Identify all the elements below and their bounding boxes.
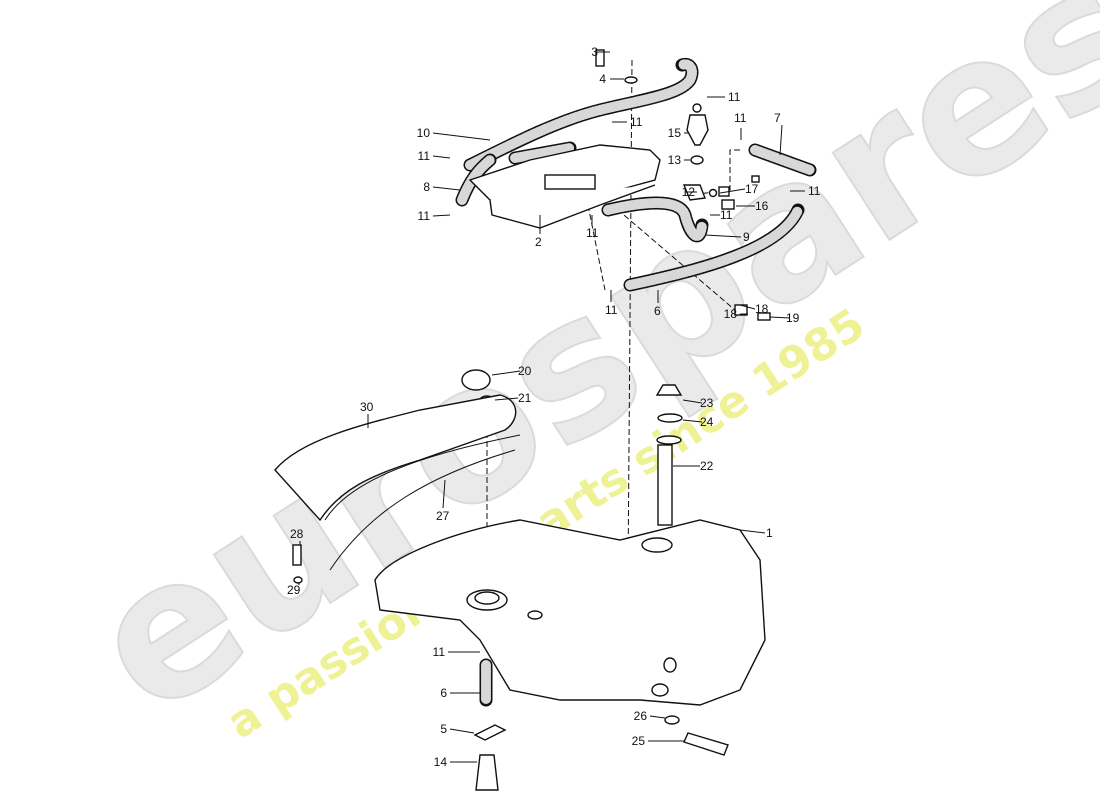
callout-27: 27 (436, 509, 450, 523)
callout-11: 11 (586, 226, 599, 240)
callout-14: 14 (434, 755, 448, 769)
callout-2: 2 (535, 235, 542, 249)
callout-24: 24 (700, 415, 714, 429)
callout-11: 11 (433, 645, 446, 659)
callout-25: 25 (632, 734, 646, 748)
callout-17: 17 (745, 182, 759, 196)
callout-12: 12 (682, 185, 696, 199)
callout-11: 11 (630, 115, 643, 129)
callout-11: 11 (605, 303, 618, 317)
callout-9: 9 (743, 230, 750, 244)
callout-20: 20 (518, 364, 532, 378)
leader-lines (298, 51, 805, 763)
small-parts (292, 49, 771, 791)
heat-shield (274, 394, 521, 571)
callout-29: 29 (287, 583, 301, 597)
callout-6: 6 (654, 304, 661, 318)
callout-10: 10 (417, 126, 431, 140)
callout-26: 26 (634, 709, 648, 723)
callout-8: 8 (423, 180, 430, 194)
callout-30: 30 (360, 400, 374, 414)
callout-18: 18 (724, 307, 738, 321)
callout-15: 15 (668, 126, 682, 140)
callout-16: 16 (755, 199, 769, 213)
callout-3: 3 (591, 45, 598, 59)
charcoal-canister (468, 144, 661, 229)
hoses (455, 57, 817, 707)
callout-labels: 3 4 11 10 11 7 11 15 11 13 17 12 8 11 16… (287, 45, 821, 769)
callout-7: 7 (774, 111, 781, 125)
callout-5: 5 (440, 722, 447, 736)
callout-22: 22 (700, 459, 714, 473)
callout-21: 21 (518, 391, 532, 405)
callout-28: 28 (290, 527, 304, 541)
callout-13: 13 (668, 153, 682, 167)
callout-11: 11 (808, 184, 821, 198)
callout-18: 18 (755, 302, 769, 316)
callout-4: 4 (599, 72, 606, 86)
callout-11: 11 (720, 208, 733, 222)
callout-11: 11 (734, 111, 747, 125)
callout-19: 19 (786, 311, 800, 325)
callout-11: 11 (728, 90, 741, 104)
callout-1: 1 (766, 526, 773, 540)
callout-23: 23 (700, 396, 714, 410)
callout-6: 6 (440, 686, 447, 700)
callout-11: 11 (418, 209, 431, 223)
callout-11: 11 (418, 149, 431, 163)
fuel-tank (374, 519, 766, 706)
